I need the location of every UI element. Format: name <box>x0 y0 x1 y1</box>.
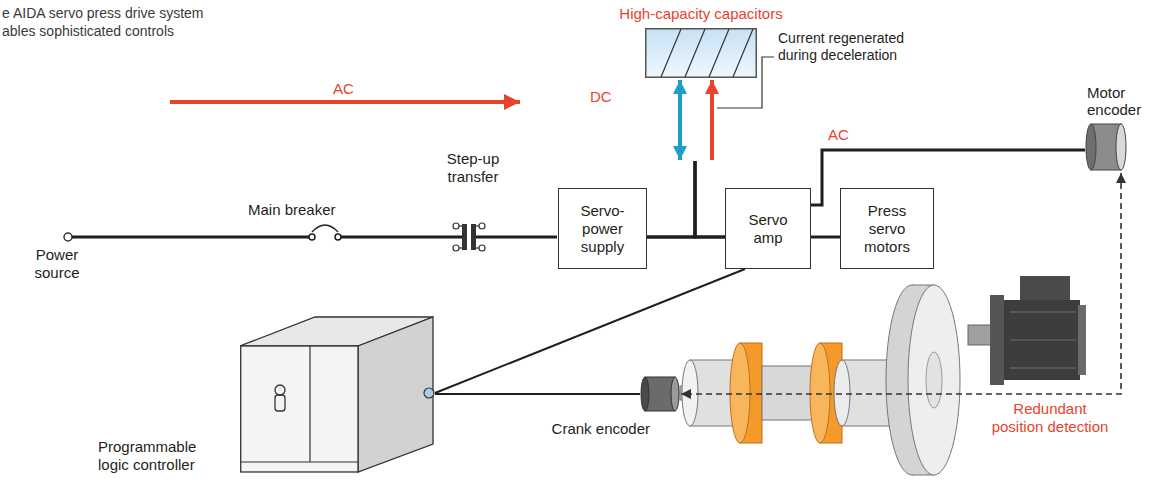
edge-label: Redundant position detection <box>989 400 1111 436</box>
box-text: Servo amp <box>736 211 800 247</box>
cabinet-drawing <box>240 316 435 474</box>
edge-label: AC <box>828 126 849 144</box>
process-box: Servo amp <box>725 188 811 269</box>
connector-line <box>678 80 682 160</box>
callout-note: Current regenerated during deceleration <box>778 30 926 64</box>
process-box: Press servo motors <box>840 188 934 269</box>
connector-line <box>681 173 1121 394</box>
capacitor-hatch <box>645 28 757 78</box>
encoder-drum <box>640 376 680 412</box>
plc-cabinet: Programmable logic controller <box>240 316 435 474</box>
node-label: Crank encoder <box>552 420 650 437</box>
box-text: Press servo motors <box>851 202 923 256</box>
node-heading: High-capacity capacitors <box>619 5 782 22</box>
servo-motor-photo <box>968 276 1086 385</box>
part-label: Step-up transfer <box>440 150 506 186</box>
connector <box>681 173 1121 394</box>
connector-stub <box>695 161 725 237</box>
capacitor-bank: High-capacity capacitors <box>645 28 757 78</box>
connector <box>435 269 745 393</box>
connector-line <box>435 393 640 395</box>
ac-flow-arrow <box>170 100 520 104</box>
process-box: Servo- power supply <box>558 188 647 269</box>
connector <box>695 80 725 237</box>
motor-encoder: Motor encoder <box>1085 122 1127 172</box>
diagram-title: e AIDA servo press drive system ables so… <box>2 5 217 40</box>
signal-label: AC <box>333 80 354 98</box>
connector <box>647 80 695 237</box>
box-text: Servo- power supply <box>563 202 642 256</box>
connector-stub <box>647 161 695 237</box>
crankshaft-drawing <box>680 285 960 475</box>
node-label: Programmable logic controller <box>98 438 210 474</box>
part-label: Power source <box>28 246 86 282</box>
signal-label: DC <box>590 88 612 106</box>
power-wire <box>64 223 557 251</box>
node-heading: Motor encoder <box>1087 84 1155 119</box>
connector-line <box>811 236 840 239</box>
connector-line <box>435 269 745 393</box>
connector-line <box>710 80 714 160</box>
part-label: Main breaker <box>248 201 336 219</box>
encoder-drum <box>1085 122 1127 172</box>
connector <box>811 237 840 238</box>
connector <box>435 394 640 395</box>
crank-encoder: Crank encoder <box>640 376 680 412</box>
